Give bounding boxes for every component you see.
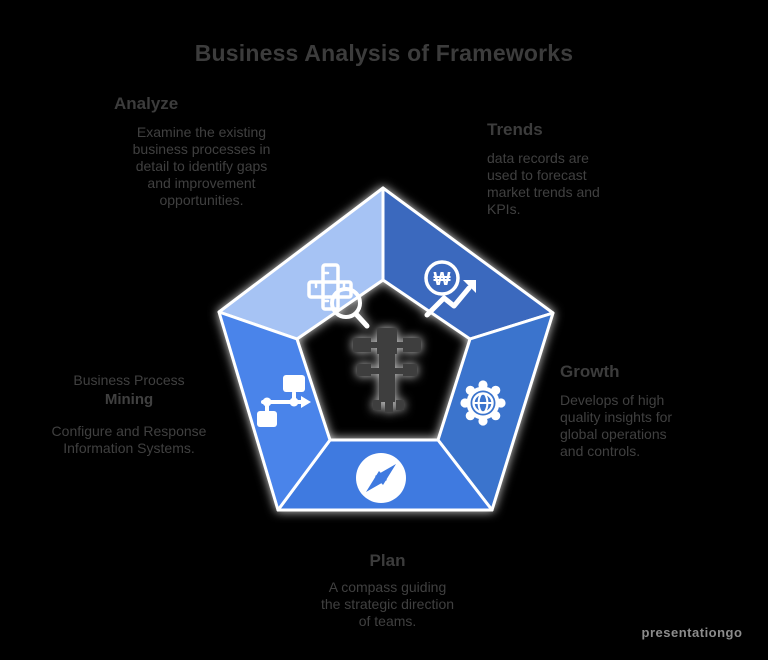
annotation-body: data records are used to forecast market… [487, 150, 600, 218]
compass-icon [356, 453, 406, 503]
annotation-heading: Trends [487, 120, 543, 139]
currency-growth-icon: ₩ [424, 260, 476, 318]
annotation-line: Business Process [73, 372, 185, 388]
page-title: Business Analysis of Frameworks [194, 40, 574, 66]
annotation-bottom: Plan A compass guiding the strategic dir… [285, 551, 490, 630]
annotation-left: Business Process Mining Configure and Re… [30, 372, 228, 458]
annotation-body: Develops of high quality insights for gl… [560, 392, 673, 460]
annotation-top-right: Trends data records are used to forecast… [487, 120, 667, 218]
segment-top-right [381, 186, 555, 341]
flowchart-icon [257, 375, 311, 427]
annotation-body: Configure and Response Information Syste… [51, 423, 207, 457]
annotation-right: Growth Develops of high quality insights… [560, 362, 745, 460]
watermark: presentationgo [641, 625, 743, 640]
annotation-top-left: Analyze Examine the existing business pr… [114, 94, 289, 209]
tree-icon [353, 328, 421, 412]
pentagon-diagram: ₩ [217, 186, 555, 512]
annotation-heading: Analyze [114, 94, 179, 113]
annotation-line-bold: Mining [104, 391, 154, 409]
inspection-magnifier-icon [307, 263, 370, 329]
annotation-heading: Growth [560, 362, 620, 381]
annotation-body: A compass guiding the strategic directio… [320, 579, 455, 630]
gear-globe-icon [460, 380, 506, 426]
won-glyph: ₩ [434, 269, 451, 289]
annotation-body: Examine the existing business processes … [132, 124, 271, 209]
annotation-heading: Plan [369, 551, 406, 570]
segment-left [217, 310, 332, 512]
